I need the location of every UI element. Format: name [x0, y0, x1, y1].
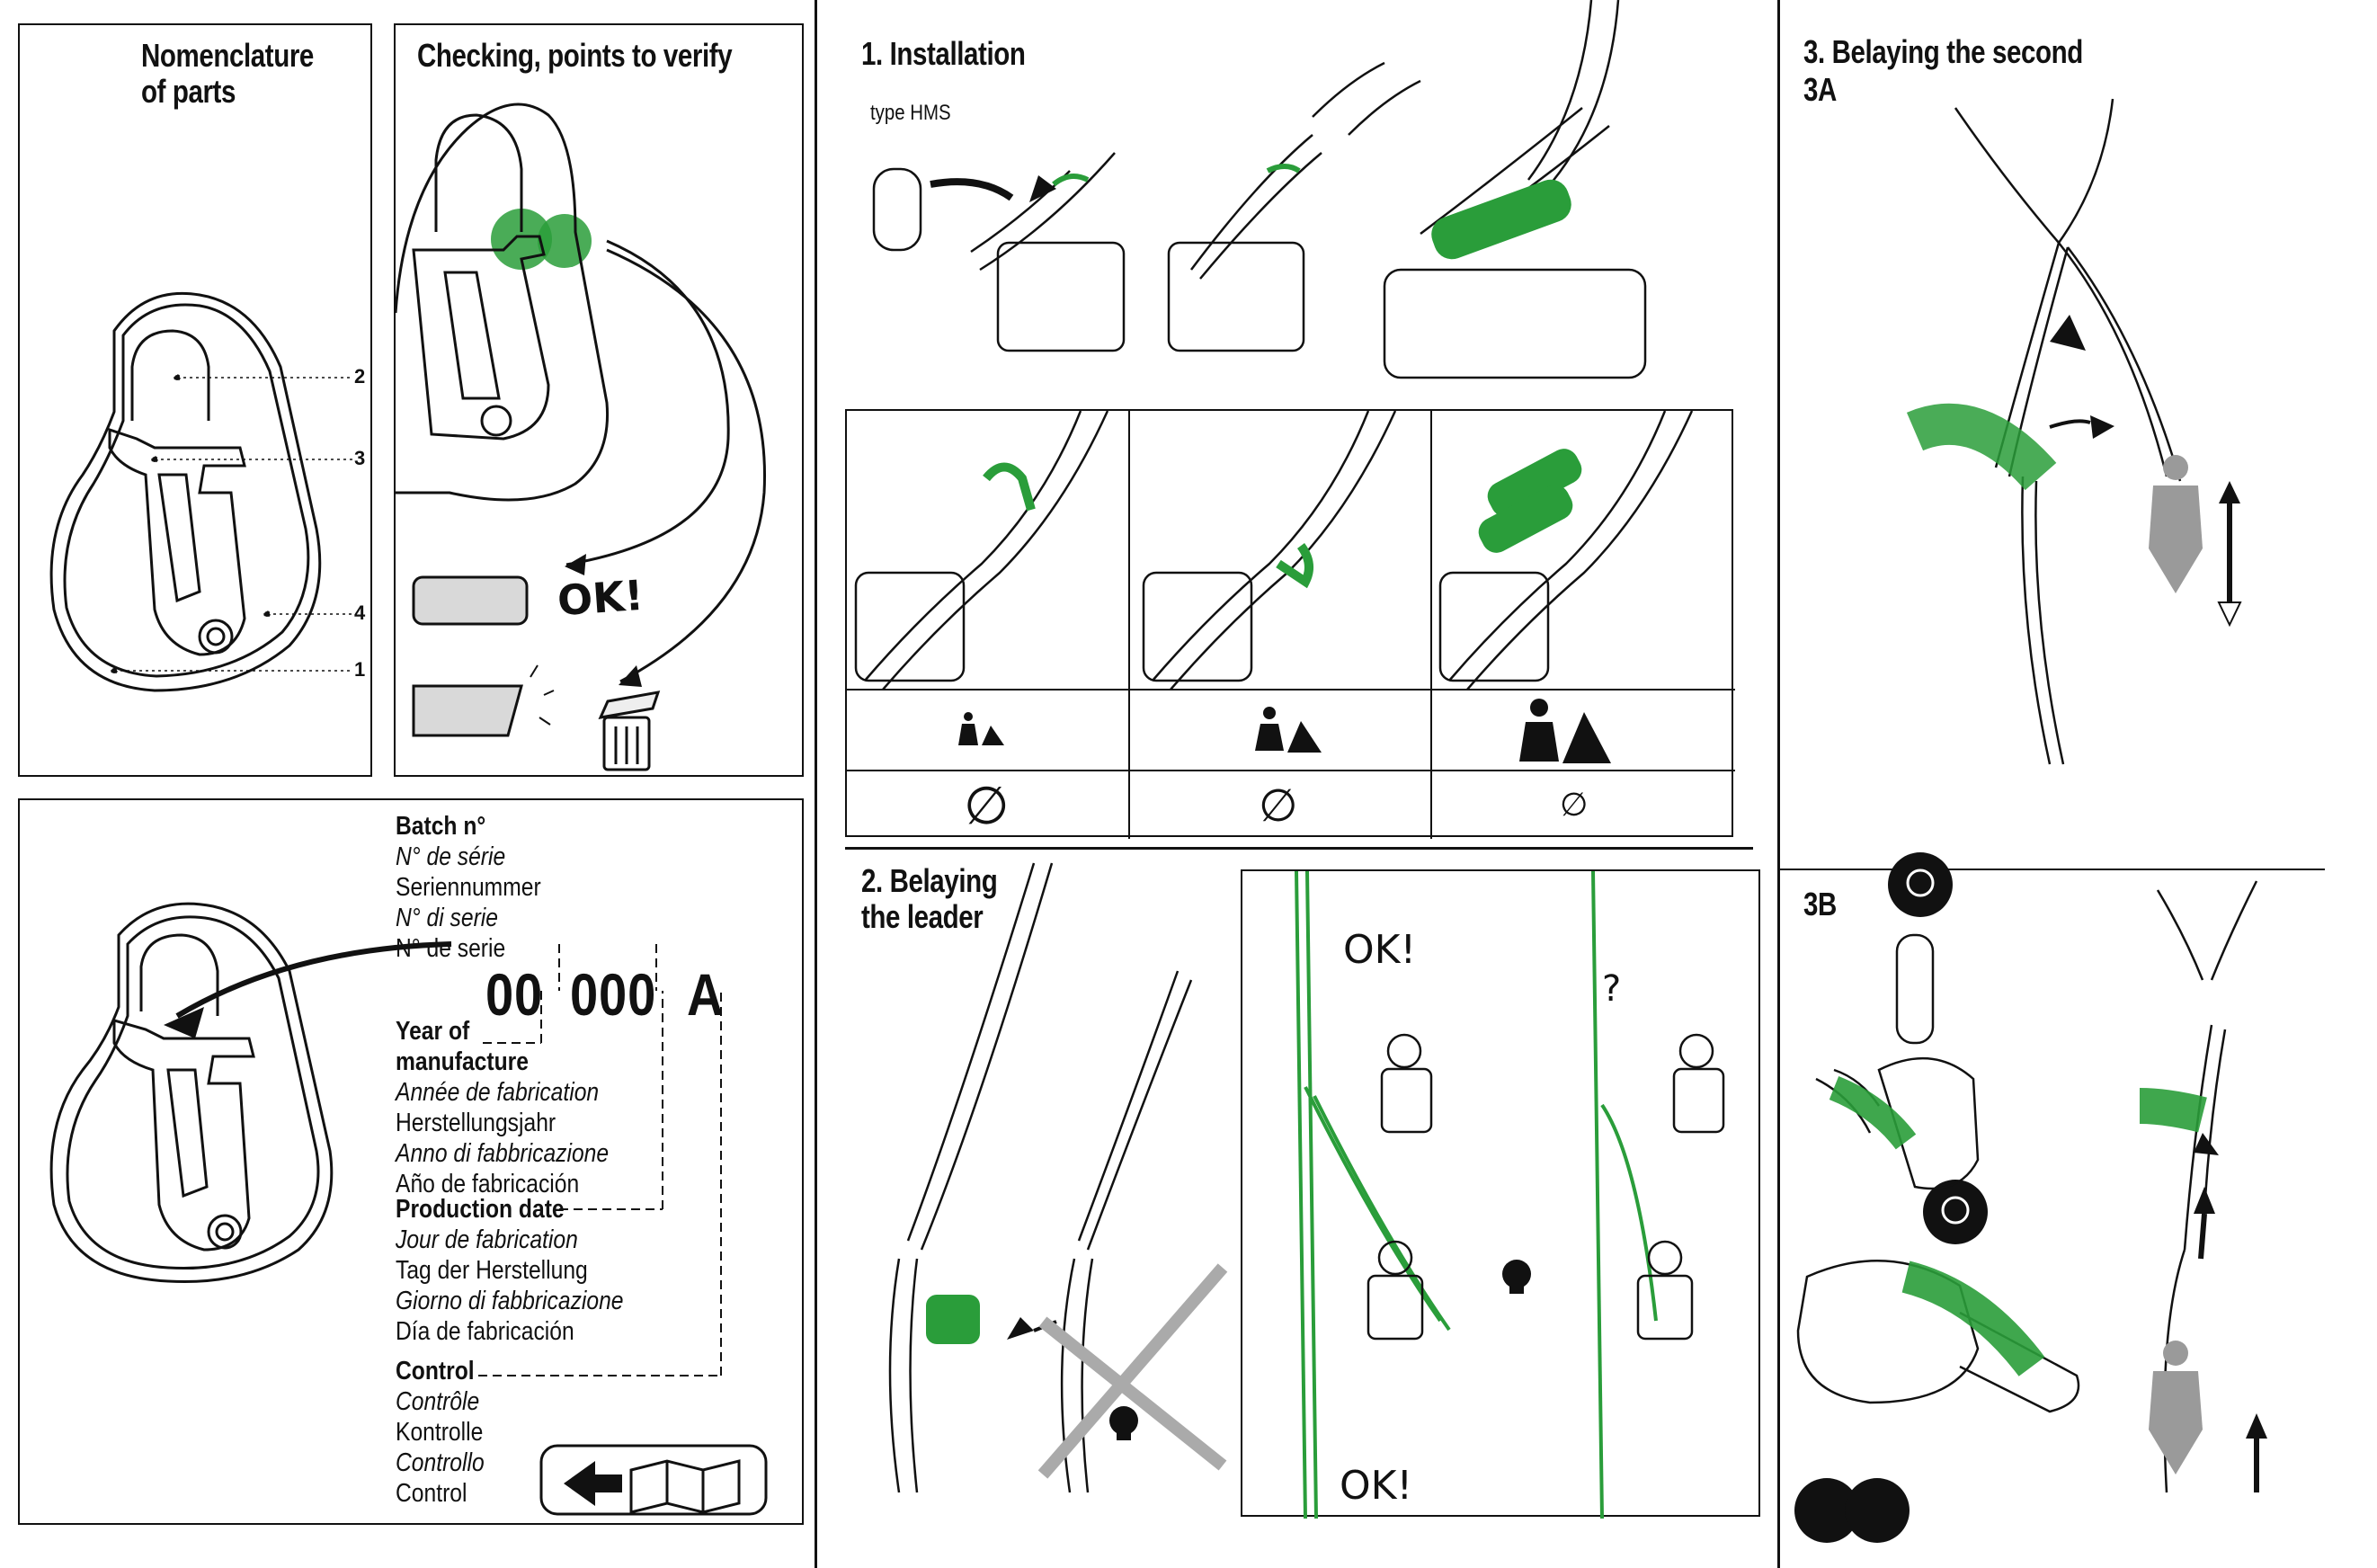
belay-leader-title: 2. Belaying the leader	[861, 862, 998, 935]
production-heading: Production date	[396, 1195, 565, 1224]
installation-table-grid	[847, 410, 1735, 839]
diameter-symbol-3: ∅	[1560, 787, 1589, 824]
belay-second-3b: 3B	[1803, 886, 1837, 922]
batch-tr-es: N° de serie	[396, 934, 506, 963]
belay-leader-frame-illustration	[1295, 870, 1725, 1519]
batch-tr-it: N° di serie	[396, 904, 498, 932]
belay-second-3a-illustration	[1906, 98, 2242, 765]
part-label-2: 2	[354, 365, 366, 388]
belay-leader-question: ?	[1602, 968, 1622, 1010]
control-tr-fr: Contrôle	[396, 1387, 480, 1416]
belay-second-3b-illustration	[1794, 852, 2267, 1543]
belay-second-title: 3. Belaying the second	[1803, 33, 2083, 70]
control-block: Control Contrôle Kontrolle Controllo Con…	[396, 1356, 500, 1509]
diameter-symbol-1: ∅	[964, 775, 1010, 836]
middle-section-rule	[845, 847, 1753, 850]
batch-tr-de: Seriennummer	[396, 873, 541, 902]
nomenclature-panel: Nomenclature of parts 2 3 4 1	[18, 23, 372, 777]
batch-text-block: Batch n° N° de série Seriennummer N° di …	[396, 811, 566, 964]
installation-sequence-illustration	[872, 0, 1879, 379]
production-tr-de: Tag der Herstellung	[396, 1256, 588, 1285]
checking-ok-label: OK!	[556, 570, 645, 626]
production-tr-fr: Jour de fabrication	[396, 1225, 578, 1254]
device-diagram	[49, 291, 352, 692]
belay-leader-frame: OK! ? OK!	[1241, 869, 1760, 1519]
belay-leader-illustration	[888, 862, 1228, 1493]
part-label-3: 3	[354, 447, 366, 469]
installation-title: 1. Installation	[861, 35, 1026, 72]
batch-panel: Batch n° N° de série Seriennummer N° di …	[18, 798, 804, 1525]
year-block: Year of manufacture Année de fabrication…	[396, 1016, 646, 1199]
checking-diagram	[394, 102, 767, 771]
right-section-rule	[1780, 869, 2325, 870]
batch-code-year: 00	[485, 961, 544, 1028]
part-label-4: 4	[354, 601, 366, 624]
page-divider-right	[1777, 0, 1780, 1568]
batch-tr-fr: N° de série	[396, 842, 506, 871]
batch-code-day: 000	[570, 961, 657, 1028]
batch-code-control: A	[687, 961, 725, 1028]
batch-heading: Batch n°	[396, 812, 486, 841]
year-tr-es: Año de fabricación	[396, 1170, 580, 1198]
year-tr-fr: Année de fabrication	[396, 1078, 600, 1107]
checking-panel: Checking, points to verify OK!	[394, 23, 804, 777]
production-tr-es: Día de fabricación	[396, 1317, 574, 1346]
diameter-symbol-2: ∅	[1259, 780, 1298, 832]
production-block: Production date Jour de fabrication Tag …	[396, 1194, 663, 1347]
year-tr-de: Herstellungsjahr	[396, 1109, 556, 1137]
production-tr-it: Giorno di fabbricazione	[396, 1287, 624, 1315]
installation-type-label: type HMS	[870, 101, 951, 125]
nomenclature-title: Nomenclature of parts	[141, 37, 314, 110]
belay-leader-ok-top: OK!	[1343, 927, 1417, 973]
control-heading: Control	[396, 1357, 475, 1385]
year-heading: Year of manufacture	[396, 1017, 529, 1076]
control-tr-es: Control	[396, 1479, 467, 1508]
checking-title: Checking, points to verify	[417, 37, 733, 74]
device-serial-diagram	[49, 902, 768, 1516]
installation-table: ∅ ∅ ∅	[845, 409, 1735, 839]
control-tr-it: Controllo	[396, 1448, 485, 1477]
belay-second-3a: 3A	[1803, 71, 1837, 108]
belay-leader-ok-bottom: OK!	[1340, 1463, 1413, 1509]
control-tr-de: Kontrolle	[396, 1418, 484, 1447]
part-label-1: 1	[354, 658, 366, 681]
page-divider-left	[815, 0, 817, 1568]
year-tr-it: Anno di fabbricazione	[396, 1139, 610, 1168]
